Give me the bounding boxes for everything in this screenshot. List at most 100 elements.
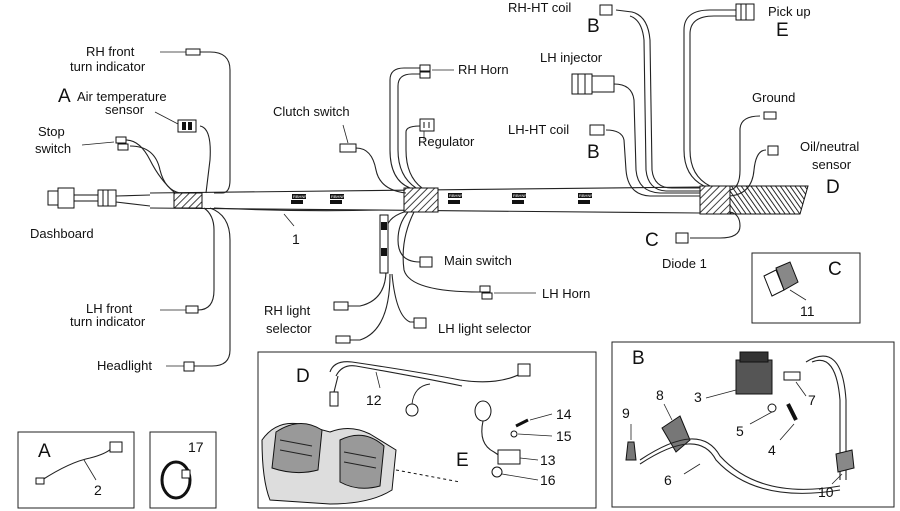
harness-tag: RBHNR <box>292 194 307 199</box>
label-headlight: Headlight <box>97 358 152 373</box>
box-d-e-engine: D E 12 13 16 14 15 <box>257 351 597 509</box>
left-branches: RH front turn indicator A Air temperatur… <box>35 44 231 373</box>
oil-neutral-sensor-connector <box>767 145 779 156</box>
svg-text:RBHNR: RBHNR <box>579 193 593 198</box>
letter-b-top: B <box>587 16 600 37</box>
ground-connector <box>763 111 777 120</box>
dashboard-connector: Dashboard <box>30 187 151 241</box>
box-b-coil: B 3 7 5 4 8 9 6 10 <box>611 341 895 508</box>
engine-illustration <box>261 422 461 505</box>
part-number-4: 4 <box>768 442 776 458</box>
part-number-14: 14 <box>556 406 572 422</box>
label-lh-front-2: turn indicator <box>70 314 146 329</box>
part-number-9: 9 <box>622 405 630 421</box>
label-diode: Diode 1 <box>662 256 707 271</box>
label-rh-horn: RH Horn <box>458 62 509 77</box>
lh-ht-coil-connector <box>589 124 605 136</box>
label-rh-ht-coil: RH-HT coil <box>508 0 571 15</box>
letter-b-mid: B <box>587 142 600 163</box>
label-rh-light-1: RH light <box>264 303 311 318</box>
part-number-15: 15 <box>556 428 572 444</box>
part-number-3: 3 <box>694 389 702 405</box>
box-a-sensor: A 2 <box>17 431 135 509</box>
label-lh-horn: LH Horn <box>542 286 590 301</box>
clutch-switch-connector <box>339 143 357 153</box>
harness-tag <box>512 200 524 204</box>
part-number-10: 10 <box>818 484 834 500</box>
label-main-switch: Main switch <box>444 253 512 268</box>
label-lh-injector: LH injector <box>540 50 603 65</box>
harness-tag: RBHNR <box>512 193 527 198</box>
box-c-diode: C 11 <box>751 252 861 324</box>
harness-tag: RBHNR <box>578 193 593 198</box>
lh-turn-indicator-connector <box>185 305 199 314</box>
pick-up-connector <box>735 3 755 21</box>
label-air-temp-1: Air temperature <box>77 89 167 104</box>
letter-d-box: D <box>296 366 310 387</box>
harness-tag <box>330 200 342 204</box>
label-stop-1: Stop <box>38 124 65 139</box>
label-rh-light-2: selector <box>266 321 312 336</box>
part-number-11: 11 <box>800 303 815 319</box>
right-branches: RH-HT coil B Pick up E LH injector LH-HT… <box>508 0 859 271</box>
headlight-connector <box>183 361 195 372</box>
label-air-temp-2: sensor <box>105 102 145 117</box>
harness-tag: RBHNR <box>448 193 463 198</box>
label-rh-front-1: RH front <box>86 44 135 59</box>
main-harness: RBHNR RBHNR RBHNR RBHNR RBHNR 1 <box>149 185 809 247</box>
harness-tag <box>291 200 303 204</box>
label-oil-1: Oil/neutral <box>800 139 859 154</box>
letter-e-box: E <box>456 450 469 471</box>
label-clutch-switch: Clutch switch <box>273 104 350 119</box>
harness-tag: RBHNR <box>330 194 345 199</box>
letter-a-main: A <box>58 86 71 107</box>
regulator-connector <box>419 118 435 132</box>
letter-a-box: A <box>38 441 51 462</box>
label-dashboard: Dashboard <box>30 226 94 241</box>
letter-e-top: E <box>776 20 789 41</box>
harness-sleeve-vertical <box>379 214 389 274</box>
part-number-5: 5 <box>736 423 744 439</box>
air-temp-sensor-connector <box>177 119 197 133</box>
part-number-8: 8 <box>656 387 664 403</box>
part-number-12: 12 <box>366 392 382 408</box>
main-switch-connector <box>419 256 433 268</box>
svg-text:RBHNR: RBHNR <box>331 194 345 199</box>
lh-light-selector-connector <box>413 317 427 329</box>
part-number-6: 6 <box>664 472 672 488</box>
middle-branches: Clutch switch RH Horn Regulator RH light… <box>264 62 590 344</box>
letter-c-diode: C <box>645 230 659 251</box>
label-lh-front-1: LH front <box>86 301 133 316</box>
lh-injector-connector <box>571 73 593 95</box>
box-17-clip: 17 <box>149 431 217 509</box>
harness-tag <box>578 200 590 204</box>
label-regulator: Regulator <box>418 134 475 149</box>
rh-turn-indicator-connector <box>185 48 201 56</box>
part-number-13: 13 <box>540 452 556 468</box>
label-rh-front-2: turn indicator <box>70 59 146 74</box>
part-number-7: 7 <box>808 392 816 408</box>
label-lh-light-selector: LH light selector <box>438 321 532 336</box>
part-number-1: 1 <box>292 231 300 247</box>
label-lh-ht-coil: LH-HT coil <box>508 122 569 137</box>
harness-grommet-middle <box>403 187 439 213</box>
svg-text:RBHNR: RBHNR <box>449 193 463 198</box>
letter-d-main: D <box>826 177 840 198</box>
label-ground: Ground <box>752 90 795 105</box>
letter-c-box: C <box>828 259 842 280</box>
letter-b-box: B <box>632 348 645 369</box>
svg-text:RBHNR: RBHNR <box>293 194 307 199</box>
diode-connector <box>675 232 689 244</box>
rh-light-selector-connector <box>333 301 349 311</box>
harness-end-sleeve <box>729 185 809 215</box>
harness-grommet-right <box>699 185 731 215</box>
label-stop-2: switch <box>35 141 71 156</box>
part-number-16: 16 <box>540 472 556 488</box>
rh-ht-coil-connector <box>599 4 613 16</box>
part-number-2: 2 <box>94 482 102 498</box>
harness-tag <box>448 200 460 204</box>
part-number-17: 17 <box>188 439 204 455</box>
label-pick-up: Pick up <box>768 4 811 19</box>
